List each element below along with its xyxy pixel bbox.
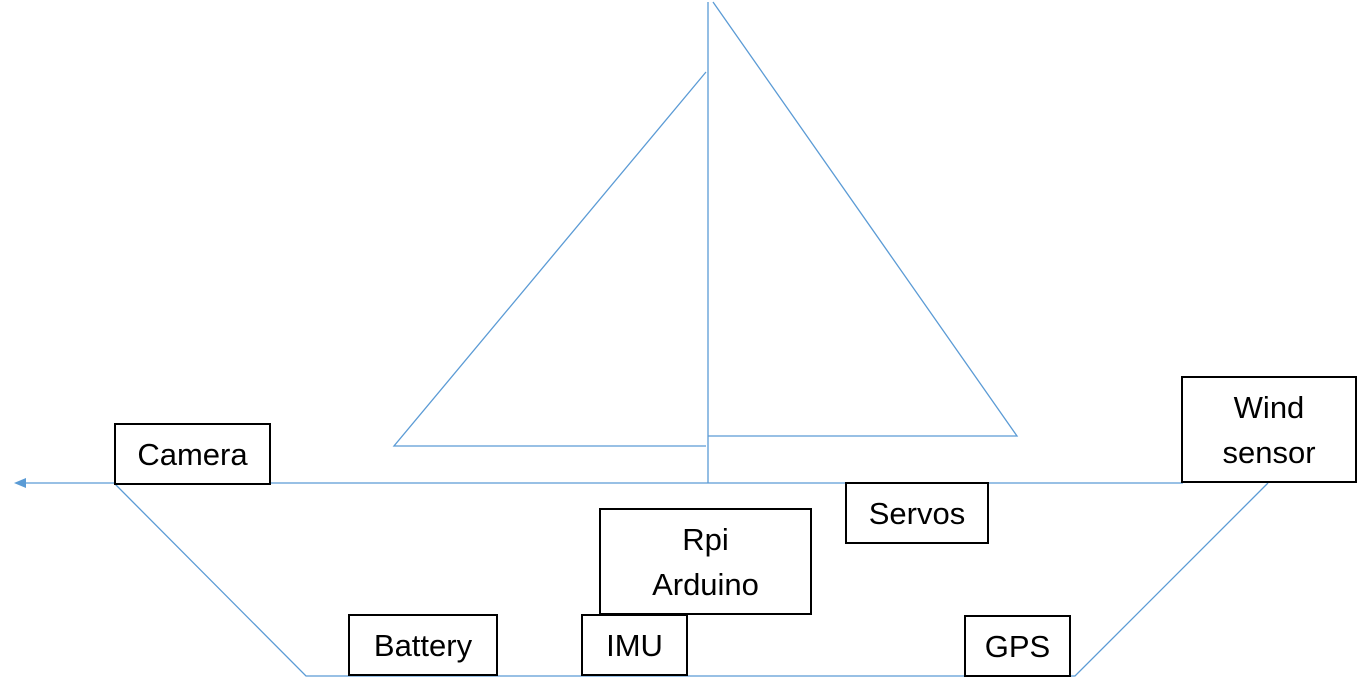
rpi-arduino-label: Rpi Arduino (652, 521, 759, 602)
hull (113, 482, 1269, 677)
main-sail (708, 1, 1019, 437)
imu-box: IMU (581, 614, 688, 676)
gps-label: GPS (984, 628, 1051, 664)
imu-label: IMU (606, 627, 663, 663)
camera-box: Camera (114, 423, 271, 485)
servos-box: Servos (845, 482, 989, 544)
rpi-arduino-box: Rpi Arduino (599, 508, 812, 615)
bow-arrow-icon (14, 478, 26, 488)
wind-sensor-box: Wind sensor (1181, 376, 1357, 483)
gps-box: GPS (964, 615, 1071, 677)
wind-sensor-label: Wind sensor (1222, 389, 1316, 470)
servos-label: Servos (868, 495, 966, 531)
camera-label: Camera (137, 436, 248, 472)
jib-sail (392, 71, 707, 447)
battery-box: Battery (348, 614, 498, 676)
battery-label: Battery (373, 627, 473, 663)
